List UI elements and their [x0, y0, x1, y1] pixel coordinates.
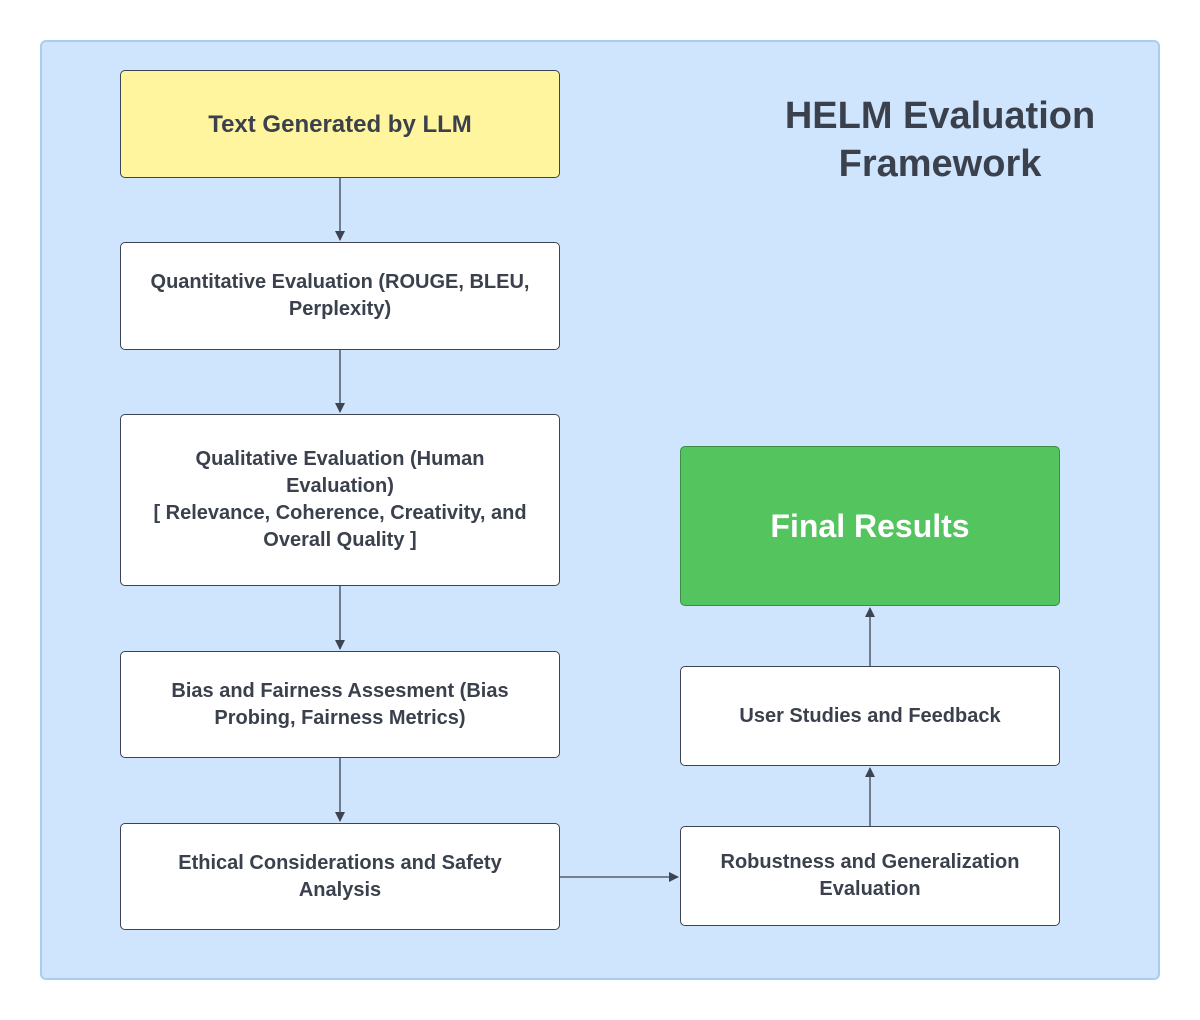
node-robustness-generalization-label: Robustness and Generalization Evaluation	[720, 851, 1020, 900]
diagram-title: HELM Evaluation Framework	[740, 92, 1140, 188]
node-robustness-generalization: Robustness and Generalization Evaluation	[680, 826, 1060, 926]
node-text-generated-label: Text Generated by LLM	[208, 110, 472, 138]
node-qualitative-evaluation-line1: Qualitative Evaluation (Human Evaluation…	[195, 448, 485, 497]
node-user-studies: User Studies and Feedback	[680, 666, 1060, 766]
node-ethical-safety: Ethical Considerations and Safety Analys…	[120, 823, 560, 930]
node-qualitative-evaluation-line2: [ Relevance, Coherence, Creativity, and …	[153, 502, 527, 551]
title-line-1: HELM Evaluation	[784, 95, 1096, 137]
node-qualitative-evaluation: Qualitative Evaluation (Human Evaluation…	[120, 414, 560, 586]
node-text-generated: Text Generated by LLM	[120, 70, 560, 178]
node-ethical-safety-label: Ethical Considerations and Safety Analys…	[178, 851, 502, 901]
node-bias-fairness: Bias and Fairness Assesment (Bias Probin…	[120, 651, 560, 758]
title-line-2: Framework	[838, 143, 1042, 185]
node-user-studies-label: User Studies and Feedback	[739, 704, 1001, 727]
node-final-results-label: Final Results	[770, 507, 970, 544]
node-quantitative-evaluation: Quantitative Evaluation (ROUGE, BLEU, Pe…	[120, 242, 560, 350]
node-final-results: Final Results	[680, 446, 1060, 606]
node-bias-fairness-label: Bias and Fairness Assesment (Bias Probin…	[171, 679, 509, 729]
node-quantitative-evaluation-label: Quantitative Evaluation (ROUGE, BLEU, Pe…	[150, 271, 530, 320]
